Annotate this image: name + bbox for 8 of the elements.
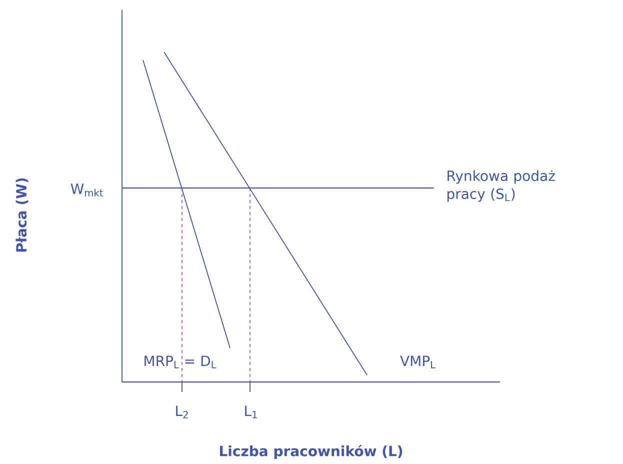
chart-label: W$_{mkt}$	[70, 184, 103, 196]
chart-label: VMP$_{L}$	[400, 356, 436, 368]
chart-label: Rynkowa podaż pracy (S$_{L}$)	[447, 170, 555, 202]
axis-title: Płaca (W)	[16, 178, 28, 252]
chart-label: MRP$_{L}$ = D$_{L}$	[144, 356, 216, 368]
axis-title: Liczba pracowników (L)	[220, 444, 402, 460]
chart-label: L$_{2}$	[176, 406, 188, 418]
chart-label: L$_{1}$	[245, 406, 257, 418]
